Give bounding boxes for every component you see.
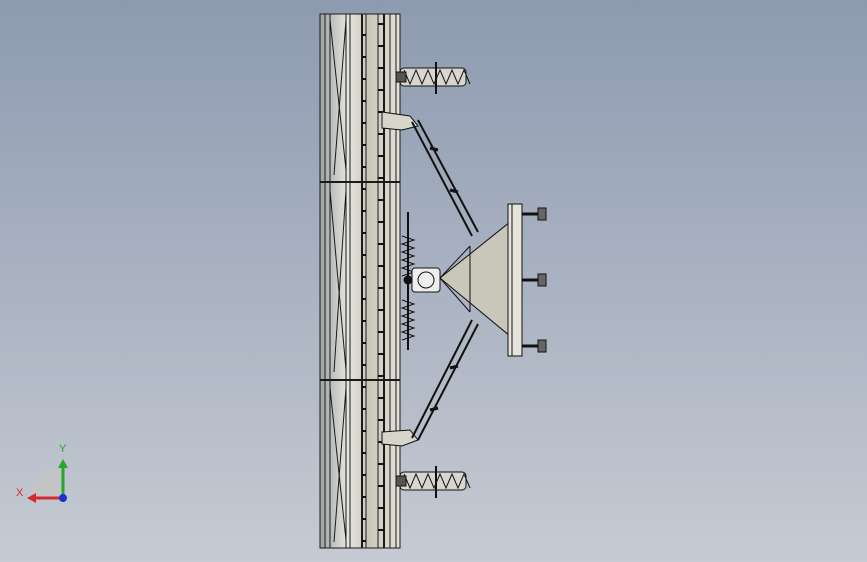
gauge-wheel-bottom bbox=[395, 466, 471, 498]
x-axis-label: X bbox=[16, 487, 24, 499]
support-arms bbox=[411, 119, 479, 441]
x-axis-arrowhead bbox=[27, 493, 36, 503]
y-axis-arrowhead bbox=[58, 459, 68, 468]
y-axis-label: Y bbox=[59, 443, 67, 455]
z-axis-indicator bbox=[59, 494, 67, 502]
gauge-wheel-top bbox=[395, 62, 471, 94]
driveline-spring bbox=[400, 212, 441, 350]
mower-deck bbox=[319, 13, 401, 549]
triad-plane bbox=[30, 468, 60, 498]
deck-blade-ticks bbox=[362, 23, 384, 542]
hinge-brackets bbox=[381, 111, 419, 447]
hitch-frame bbox=[507, 203, 547, 357]
